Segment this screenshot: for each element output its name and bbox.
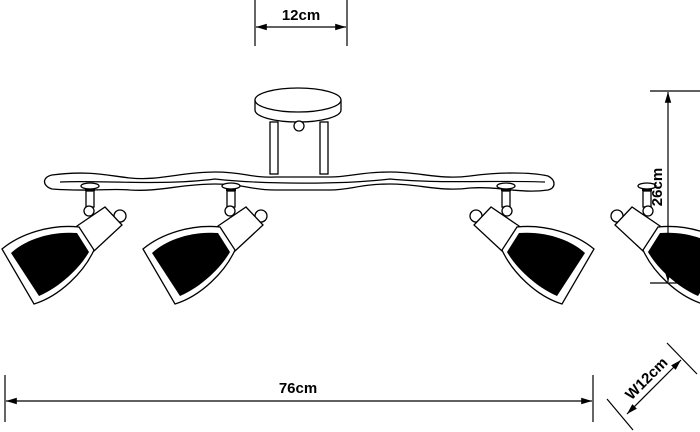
depth-dimension: W12cm	[606, 342, 698, 431]
spotlight-1	[1, 182, 127, 305]
depth-label: W12cm	[622, 354, 671, 403]
height-dimension: 26cm	[649, 90, 700, 284]
canopy-width-label: 12cm	[282, 7, 320, 24]
spotlight-2	[142, 182, 268, 305]
spotlight-4	[469, 182, 595, 305]
length-label: 76cm	[279, 380, 317, 397]
height-label: 26cm	[649, 168, 666, 206]
canopy-width-dimension: 12cm	[254, 0, 348, 46]
mounting-bar	[43, 171, 555, 192]
length-dimension: 76cm	[4, 375, 594, 422]
ceiling-canopy	[254, 87, 342, 175]
